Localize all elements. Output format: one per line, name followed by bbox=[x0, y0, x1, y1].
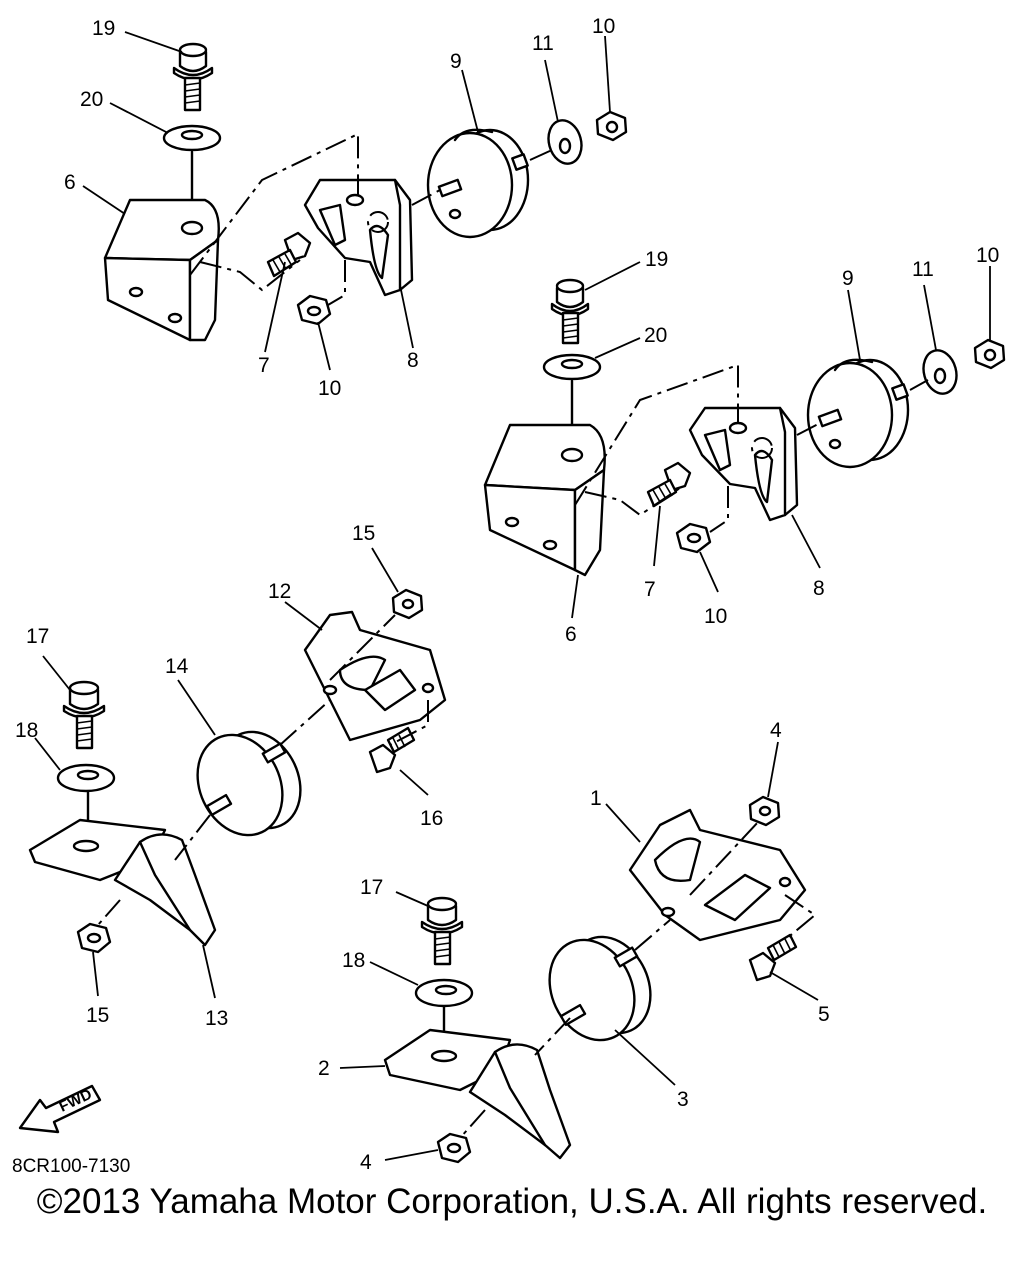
assembly-middle-right bbox=[483, 278, 1006, 577]
rubber-mount-14 bbox=[196, 730, 302, 837]
rubber-mount-9 bbox=[426, 128, 530, 239]
nut-4 bbox=[748, 795, 781, 827]
part-label: 2 bbox=[318, 1057, 330, 1080]
part-label: 14 bbox=[165, 655, 189, 678]
bolt-16 bbox=[368, 726, 416, 774]
washer-18 bbox=[56, 763, 116, 793]
nut-10 bbox=[595, 110, 628, 142]
bracket-8 bbox=[303, 178, 414, 297]
bolt-7 bbox=[646, 461, 692, 508]
part-label: 15 bbox=[352, 522, 375, 545]
part-label: 18 bbox=[342, 949, 365, 972]
part-label: 16 bbox=[420, 807, 443, 830]
part-label: 10 bbox=[318, 377, 341, 400]
part-label: 7 bbox=[258, 354, 270, 377]
bracket-6 bbox=[483, 423, 606, 577]
nut-10 bbox=[296, 294, 332, 326]
nut-10 bbox=[973, 338, 1006, 370]
part-label: 10 bbox=[592, 15, 615, 38]
assembly-lower-left bbox=[28, 588, 447, 954]
part-label: 7 bbox=[644, 578, 656, 601]
bolt-17 bbox=[62, 680, 106, 750]
assembly-top-left bbox=[103, 42, 628, 342]
part-label: 5 bbox=[818, 1003, 830, 1026]
copyright-notice: ©2013 Yamaha Motor Corporation, U.S.A. A… bbox=[36, 1182, 988, 1221]
bolt-7 bbox=[266, 231, 312, 278]
part-label: 20 bbox=[80, 88, 103, 111]
part-label: 4 bbox=[360, 1151, 372, 1174]
part-label: 17 bbox=[26, 625, 49, 648]
bracket-1 bbox=[628, 808, 807, 942]
part-label: 4 bbox=[770, 719, 782, 742]
diagram-code: 8CR100-7130 bbox=[12, 1156, 130, 1177]
washer-20 bbox=[162, 124, 222, 152]
part-label: 19 bbox=[92, 17, 115, 40]
fwd-arrow-icon: FWD bbox=[18, 1084, 102, 1134]
bracket-13 bbox=[28, 818, 217, 947]
part-label: 17 bbox=[360, 876, 383, 899]
part-label: 18 bbox=[15, 719, 38, 742]
leader-lines bbox=[34, 31, 991, 1161]
bracket-2 bbox=[383, 1028, 572, 1160]
part-label: 12 bbox=[268, 580, 291, 603]
bolt-19 bbox=[550, 278, 590, 345]
part-label: 1 bbox=[590, 787, 602, 810]
washer-11 bbox=[547, 119, 583, 165]
part-label: 11 bbox=[532, 32, 554, 55]
part-label: 10 bbox=[976, 244, 999, 267]
rubber-mount-9 bbox=[806, 358, 910, 469]
bolt-19 bbox=[172, 42, 214, 112]
nut-10 bbox=[675, 522, 712, 554]
part-label: 11 bbox=[912, 258, 934, 281]
bracket-6 bbox=[103, 198, 220, 342]
bolt-17 bbox=[420, 896, 464, 966]
part-label: 20 bbox=[644, 324, 667, 347]
part-label: 10 bbox=[704, 605, 727, 628]
part-label: 8 bbox=[813, 577, 825, 600]
rubber-mount-3 bbox=[548, 935, 652, 1042]
nut-15 bbox=[76, 922, 112, 954]
bolt-5 bbox=[748, 933, 798, 982]
part-label: 19 bbox=[645, 248, 668, 271]
part-label: 3 bbox=[677, 1088, 689, 1111]
part-labels: 19 20 6 7 8 10 9 11 10 19 20 9 11 10 7 1… bbox=[15, 15, 999, 1174]
part-label: 6 bbox=[565, 623, 577, 646]
part-label: 6 bbox=[64, 171, 76, 194]
part-label: 15 bbox=[86, 1004, 109, 1027]
part-label: 9 bbox=[450, 50, 462, 73]
bracket-12 bbox=[303, 610, 447, 742]
nut-15 bbox=[391, 588, 424, 620]
part-label: 8 bbox=[407, 349, 419, 372]
assembly-lower-right bbox=[383, 795, 817, 1164]
part-label: 9 bbox=[842, 267, 854, 290]
washer-18 bbox=[414, 978, 474, 1008]
nut-4 bbox=[436, 1132, 472, 1164]
washer-20 bbox=[542, 353, 602, 381]
part-label: 13 bbox=[205, 1007, 228, 1030]
washer-11 bbox=[922, 349, 958, 395]
bracket-8 bbox=[688, 406, 799, 522]
